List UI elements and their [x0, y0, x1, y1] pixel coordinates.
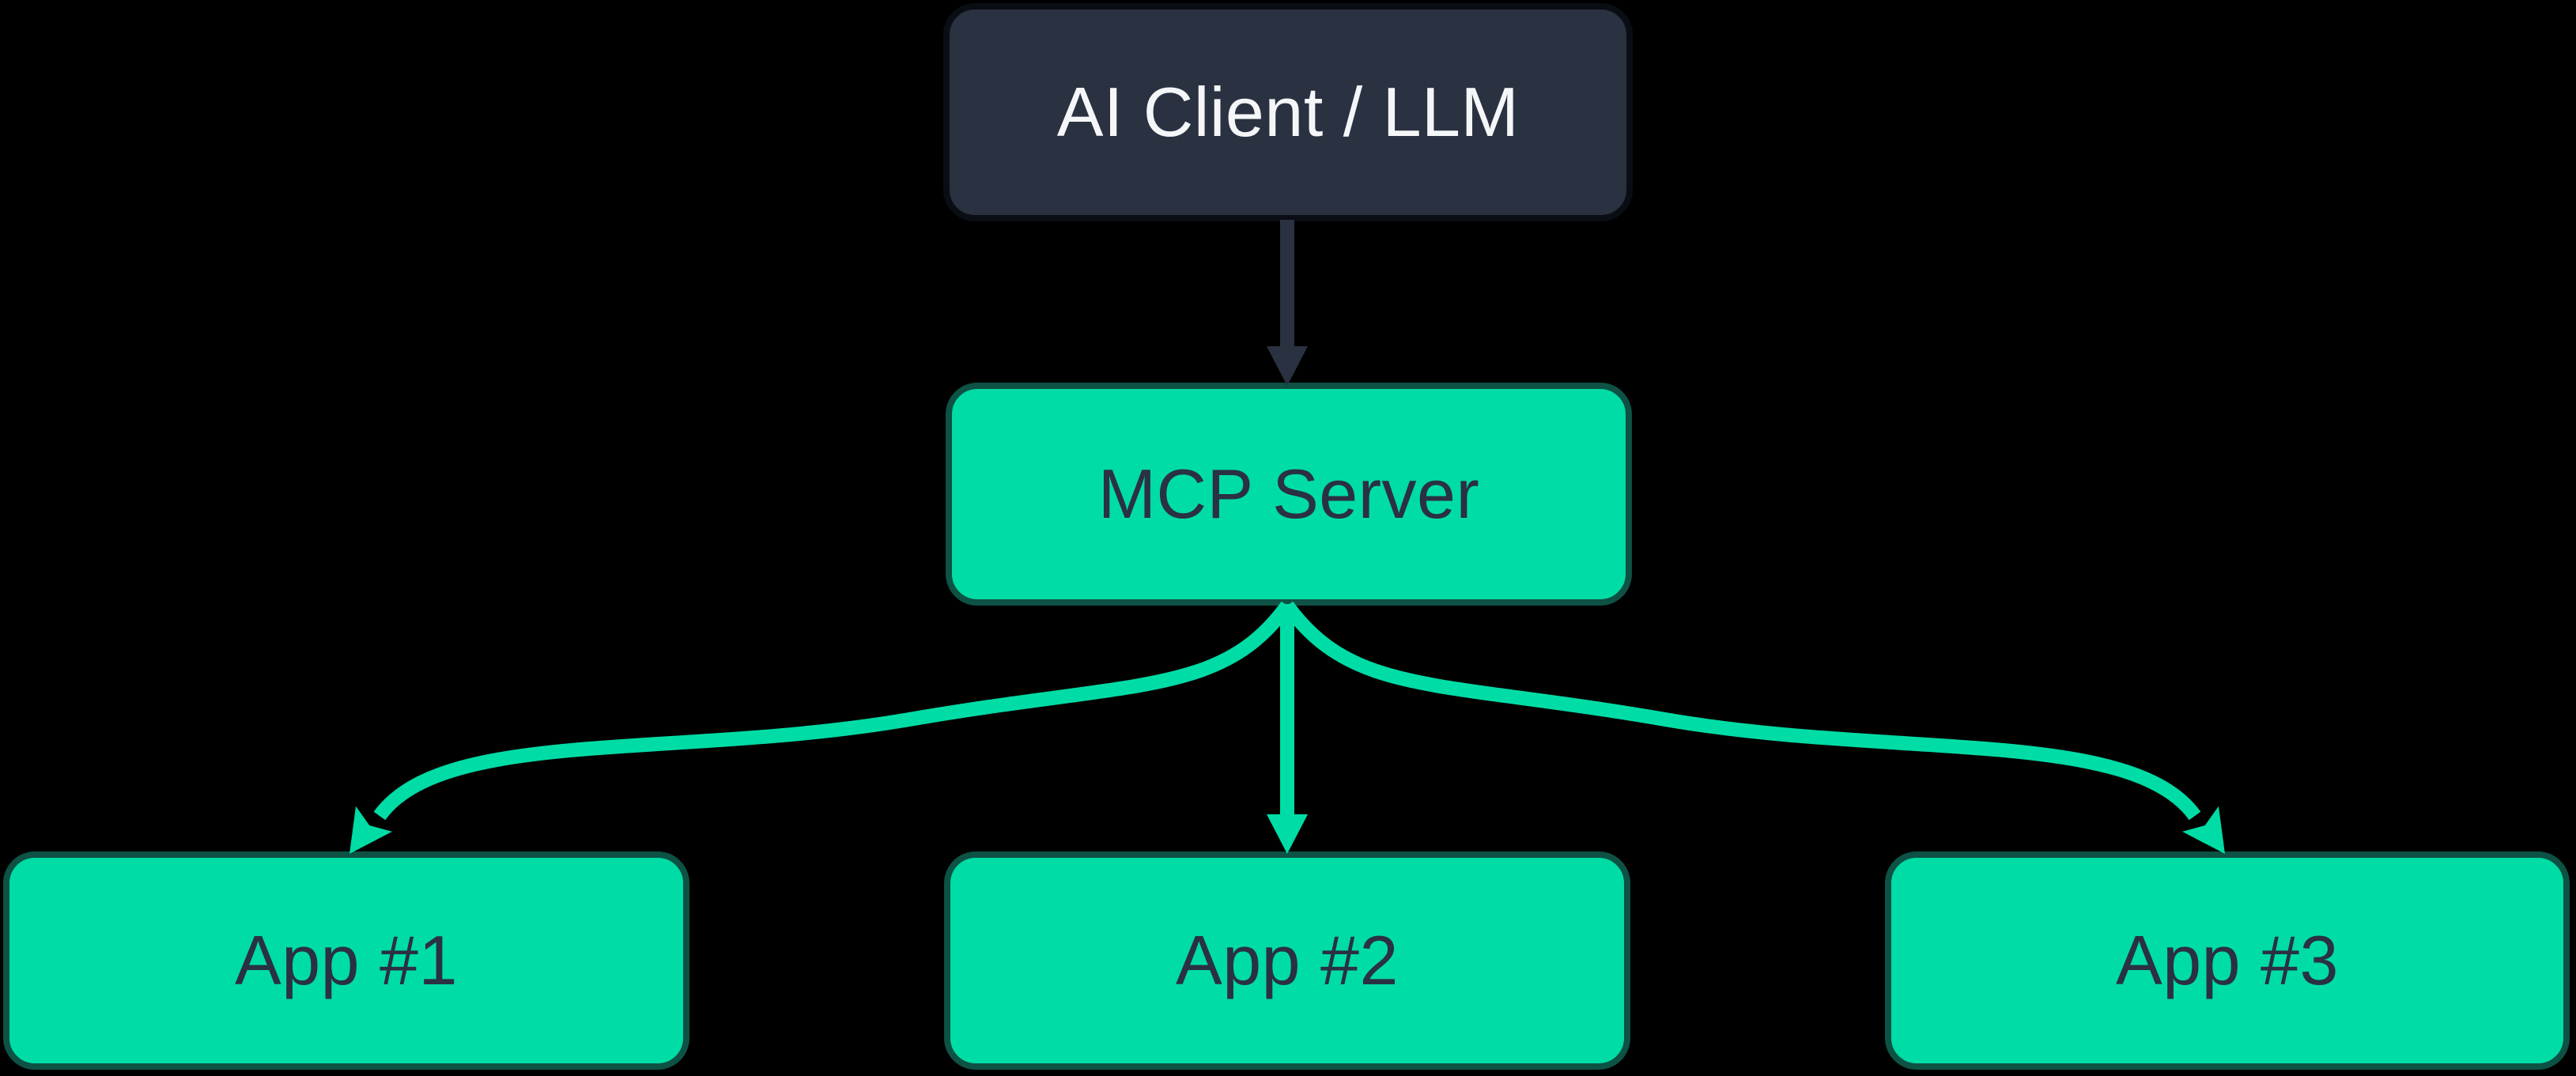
edge-mcp-server-to-app-1-line: [373, 601, 1294, 821]
node-app-3: App #3: [1885, 851, 2570, 1070]
node-ai-client-label: AI Client / LLM: [1056, 73, 1520, 151]
edge-ai-client-to-mcp-server: [1267, 220, 1308, 386]
node-mcp-server: MCP Server: [946, 383, 1632, 606]
edge-mcp-server-to-app-3: [1281, 601, 2225, 854]
edge-mcp-server-to-app-1: [349, 601, 1294, 854]
edge-mcp-server-to-app-2-arrowhead-icon: [1267, 814, 1308, 854]
node-app-2: App #2: [944, 851, 1630, 1070]
node-mcp-server-label: MCP Server: [1097, 455, 1480, 533]
node-app-1-label: App #1: [235, 921, 458, 999]
node-app-3-label: App #3: [2116, 921, 2339, 999]
edge-mcp-server-to-app-3-line: [1281, 601, 2201, 821]
node-app-2-label: App #2: [1176, 921, 1399, 999]
node-app-1: App #1: [3, 851, 689, 1070]
node-ai-client: AI Client / LLM: [943, 3, 1633, 221]
edge-mcp-server-to-app-2: [1267, 604, 1308, 854]
edge-ai-client-to-mcp-server-arrowhead-icon: [1267, 346, 1308, 386]
